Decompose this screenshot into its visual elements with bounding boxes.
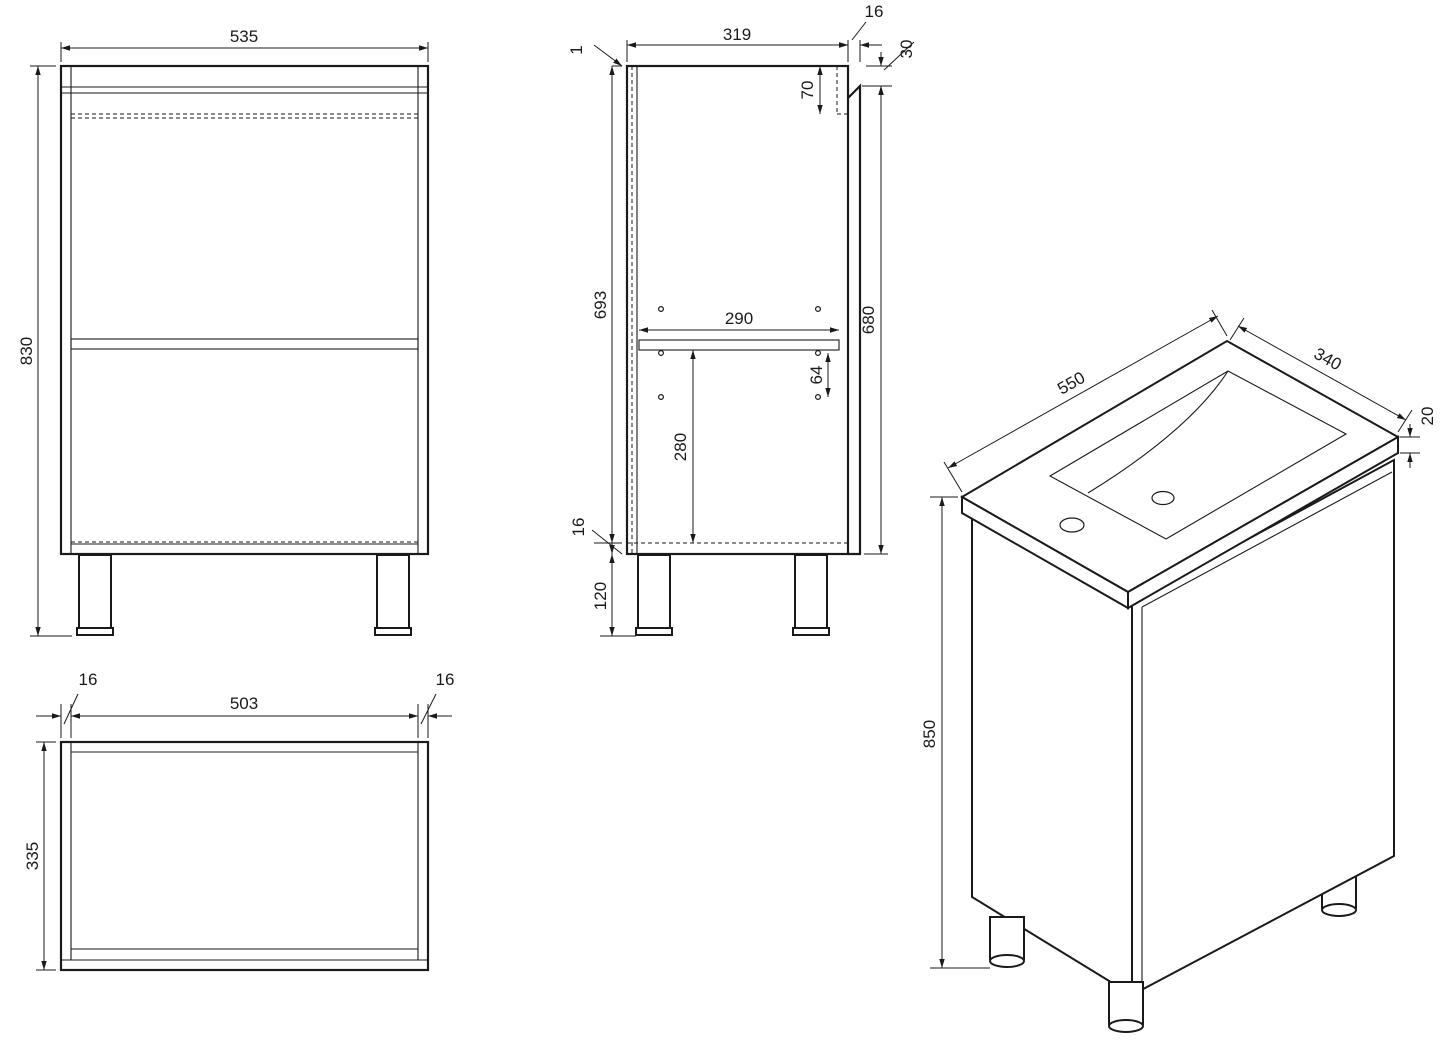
front-view: 535 830: [17, 27, 430, 637]
side-top-offset-dimension: 30: [897, 40, 916, 59]
side-door-panel: [847, 83, 862, 556]
iso-leg-left: [989, 916, 1025, 968]
side-leg-front: [635, 554, 673, 636]
side-back-gap-dimension: 1: [567, 45, 586, 54]
side-base-thickness-dimension: 16: [569, 518, 588, 537]
iso-thickness-dimension: 20: [1418, 407, 1437, 426]
iso-drain-hole: [1151, 490, 1175, 506]
iso-leg-front: [1108, 981, 1144, 1033]
side-door-thickness-dimension: 16: [865, 2, 884, 21]
top-depth-dimension: 335: [23, 842, 42, 870]
side-shelf: [638, 339, 840, 351]
front-height-dimension: 830: [17, 337, 36, 365]
top-inner-width-dimension: 503: [230, 694, 258, 713]
top-view: 503 16 16 335: [23, 670, 455, 972]
iso-width-dimension: 550: [1054, 368, 1088, 398]
side-shelf-depth-dimension: 290: [725, 309, 753, 328]
front-width-dimension: 535: [230, 27, 258, 46]
side-leg-back: [792, 554, 830, 636]
side-leg-height-dimension: 120: [591, 582, 610, 610]
iso-cabinet-door: [1131, 458, 1395, 997]
side-cabinet-outline: [625, 64, 850, 556]
top-left-panel-dimension: 16: [79, 670, 98, 689]
iso-tap-hole: [1059, 517, 1085, 533]
iso-height-dimension: 850: [920, 720, 939, 748]
front-shelf: [70, 338, 419, 350]
side-hole-pitch-dimension: 64: [807, 366, 826, 385]
side-body-height-dimension: 693: [591, 291, 610, 319]
side-door-height-dimension: 680: [859, 306, 878, 334]
isometric-view: 550 340 20 850: [920, 309, 1437, 1033]
side-shelf-height-dimension: 280: [671, 433, 690, 461]
top-cabinet-outline: [59, 740, 430, 972]
top-right-panel-dimension: 16: [436, 670, 455, 689]
side-view: 319 16 1 30 70 693 680 290 64: [567, 2, 916, 637]
side-depth-dimension: 319: [723, 25, 751, 44]
front-cabinet-outline: [59, 64, 430, 556]
front-leg-left: [76, 554, 114, 636]
side-rail-dimension: 70: [798, 81, 817, 100]
front-leg-right: [374, 554, 412, 636]
